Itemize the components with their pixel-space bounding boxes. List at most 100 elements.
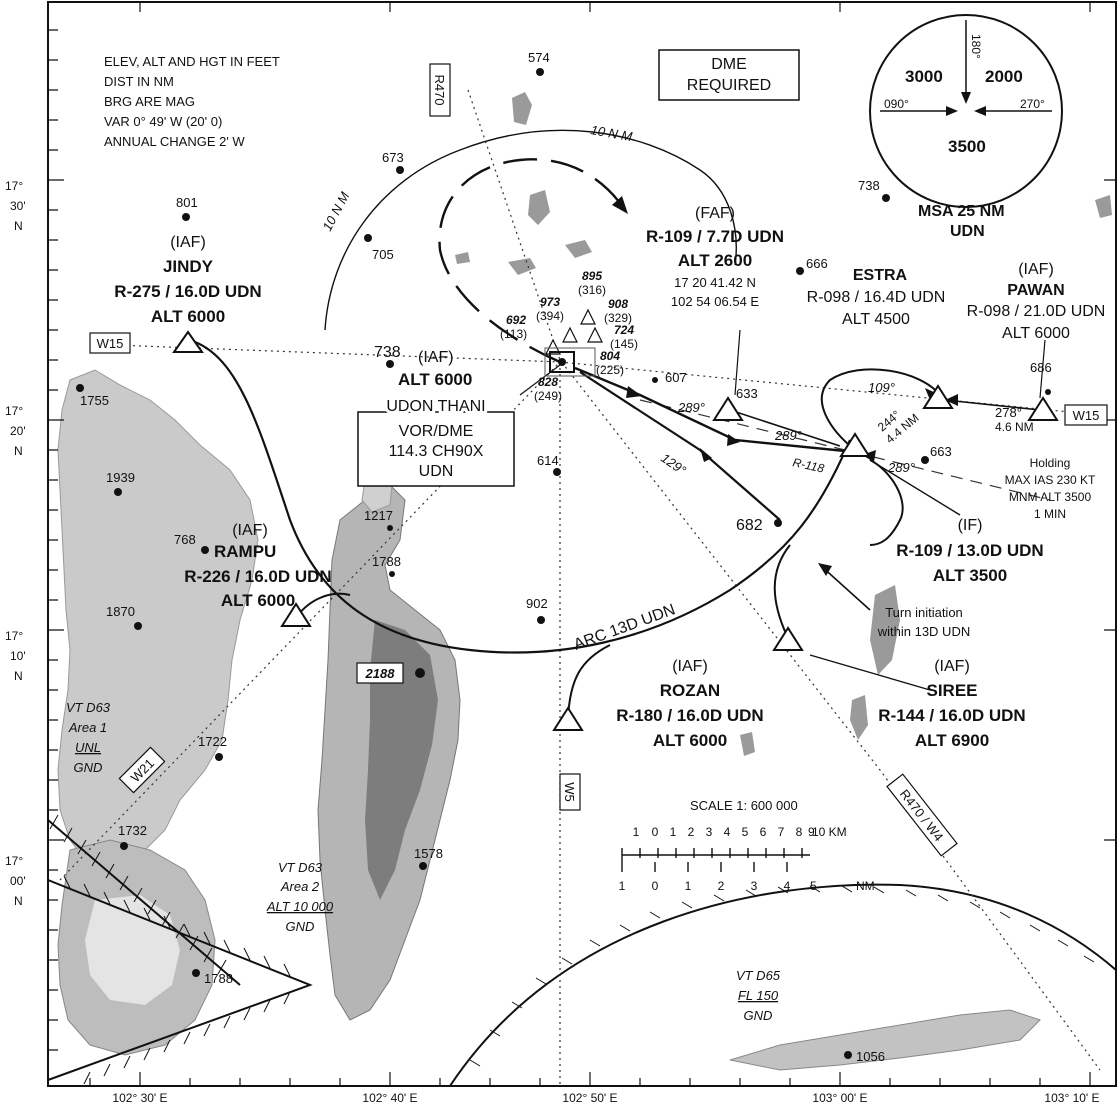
dot-1722 [215,753,223,761]
arrow-289-1 [727,434,740,446]
faf-alt: ALT 2600 [678,251,752,270]
estra-radial: R-098 / 16.4D UDN [807,289,946,306]
holding-outbound [438,158,626,364]
spot-738-n: 738 [858,178,880,193]
udon-info-box [357,411,515,487]
rampu-role: (IAF) [232,522,268,539]
island-7 [740,732,755,756]
udon-line1: VOR/DME [399,423,474,440]
frame [47,1,1117,1087]
vt-d65-boundary [449,883,1117,1087]
scale-bar: SCALE 1: 600 000 1 0 1 2 3 4 5 6 7 8 9 1… [619,798,875,893]
ten-nm-ring [324,129,737,331]
dme-required-line1: DME [711,56,747,73]
msa-diagram: 3000 2000 3500 180° 090° 270° [869,14,1063,208]
siree-name: SIREE [926,681,977,700]
spot-574: 574 [528,50,550,65]
airway-r470: R470 [432,74,447,105]
km-6: 5 [742,825,749,839]
airway-w15-west-track [114,344,561,363]
udon-line2: 114.3 CH90X [389,443,484,460]
spot-633: 633 [736,386,758,401]
dot-768 [201,546,209,554]
island-2 [528,190,550,225]
spot-2188: 2188 [365,666,396,681]
siree-entry [773,544,791,639]
airway-r470-box: R470 [429,63,451,117]
arrow-holding [612,196,628,214]
lat-00-min: 00' [10,874,26,888]
frame-ticks-left [48,29,64,1051]
siree-alt: ALT 6900 [915,731,989,750]
scale-line [621,848,810,872]
spot-1939: 1939 [106,470,135,485]
jindy-triangle [172,330,204,353]
spot-dots [76,68,1051,1059]
spot-705: 705 [372,247,394,262]
obstacle-692-hgt: (113) [500,327,527,341]
terrain-central-dark [365,620,438,900]
rozan-role: (IAF) [672,658,708,675]
udon-vor-symbol [544,347,596,377]
airway-w5: W5 [562,782,577,802]
vor-center [558,358,566,366]
udon-iaf-role: (IAF) [418,349,454,366]
lat-20-min: 20' [10,424,26,438]
spot-elevation-labels: 574 673 801 705 738 738 666 686 663 607 … [80,50,1052,1064]
spot-801: 801 [176,195,198,210]
spot-607: 607 [665,370,687,385]
msa-brg-top: 180° [969,34,983,59]
rozan-radial: R-180 / 16.0D UDN [616,706,763,725]
msa-circle [869,14,1063,208]
faf-label-pointer [734,329,741,396]
island-4 [565,240,592,258]
vor-box [549,351,575,373]
dot-1732 [120,842,128,850]
dot-607 [652,377,658,383]
pawan-radial: R-098 / 21.0D UDN [967,303,1106,320]
nm-3: 2 [718,879,725,893]
airway-w15-west-box [89,332,131,354]
obstacle-828-elev: 828 [538,375,558,389]
jindy-name: JINDY [163,257,214,276]
km-10: 9 [808,825,815,839]
km-1: 0 [652,825,659,839]
d63-2-line4: GND [286,919,315,934]
estra-name: ESTRA [853,267,908,284]
nm-1: 0 [652,879,659,893]
airway-r470-track [467,89,1101,1071]
arrow-pawan [945,394,958,406]
km-3: 2 [688,825,695,839]
faf-lat: 17 20 41.42 N [674,275,756,290]
dot-2188 [415,668,425,678]
lat-10-deg: 17° [5,629,23,643]
faf-role: (FAF) [695,205,735,222]
nm-4: 3 [751,879,758,893]
spot-663: 663 [930,444,952,459]
frame-ticks-bottom [89,1072,1091,1086]
spot-686: 686 [1030,360,1052,375]
jindy-role: (IAF) [170,234,206,251]
airway-w15-east-box [1064,404,1108,426]
lon-102-40: 102° 40' E [362,1091,417,1105]
jindy-radial: R-275 / 16.0D UDN [114,282,261,301]
lat-30-min: 30' [10,199,26,213]
d65-line1: VT D65 [736,968,781,983]
dot-1939 [114,488,122,496]
siree-label-pointer [809,654,931,691]
holding-pattern-2 [869,459,904,546]
msa-label-1: MSA 25 NM [918,203,1005,220]
spot-614: 614 [537,453,559,468]
lat-00-hem: N [14,894,23,908]
frame-ticks-right [1104,179,1116,841]
dme-arc-13d [194,340,852,654]
dot-673 [396,166,404,174]
msa-sector-left: 3000 [905,67,943,86]
km-9: 8 [796,825,803,839]
if-role: (IF) [958,517,983,534]
obstacle-692-elev: 692 [506,313,526,327]
dot-1217 [387,525,393,531]
note-2: DIST IN NM [104,74,174,89]
vt-d63-area2-boundary [47,879,313,1081]
obstacle-973-elev: 973 [540,295,560,309]
